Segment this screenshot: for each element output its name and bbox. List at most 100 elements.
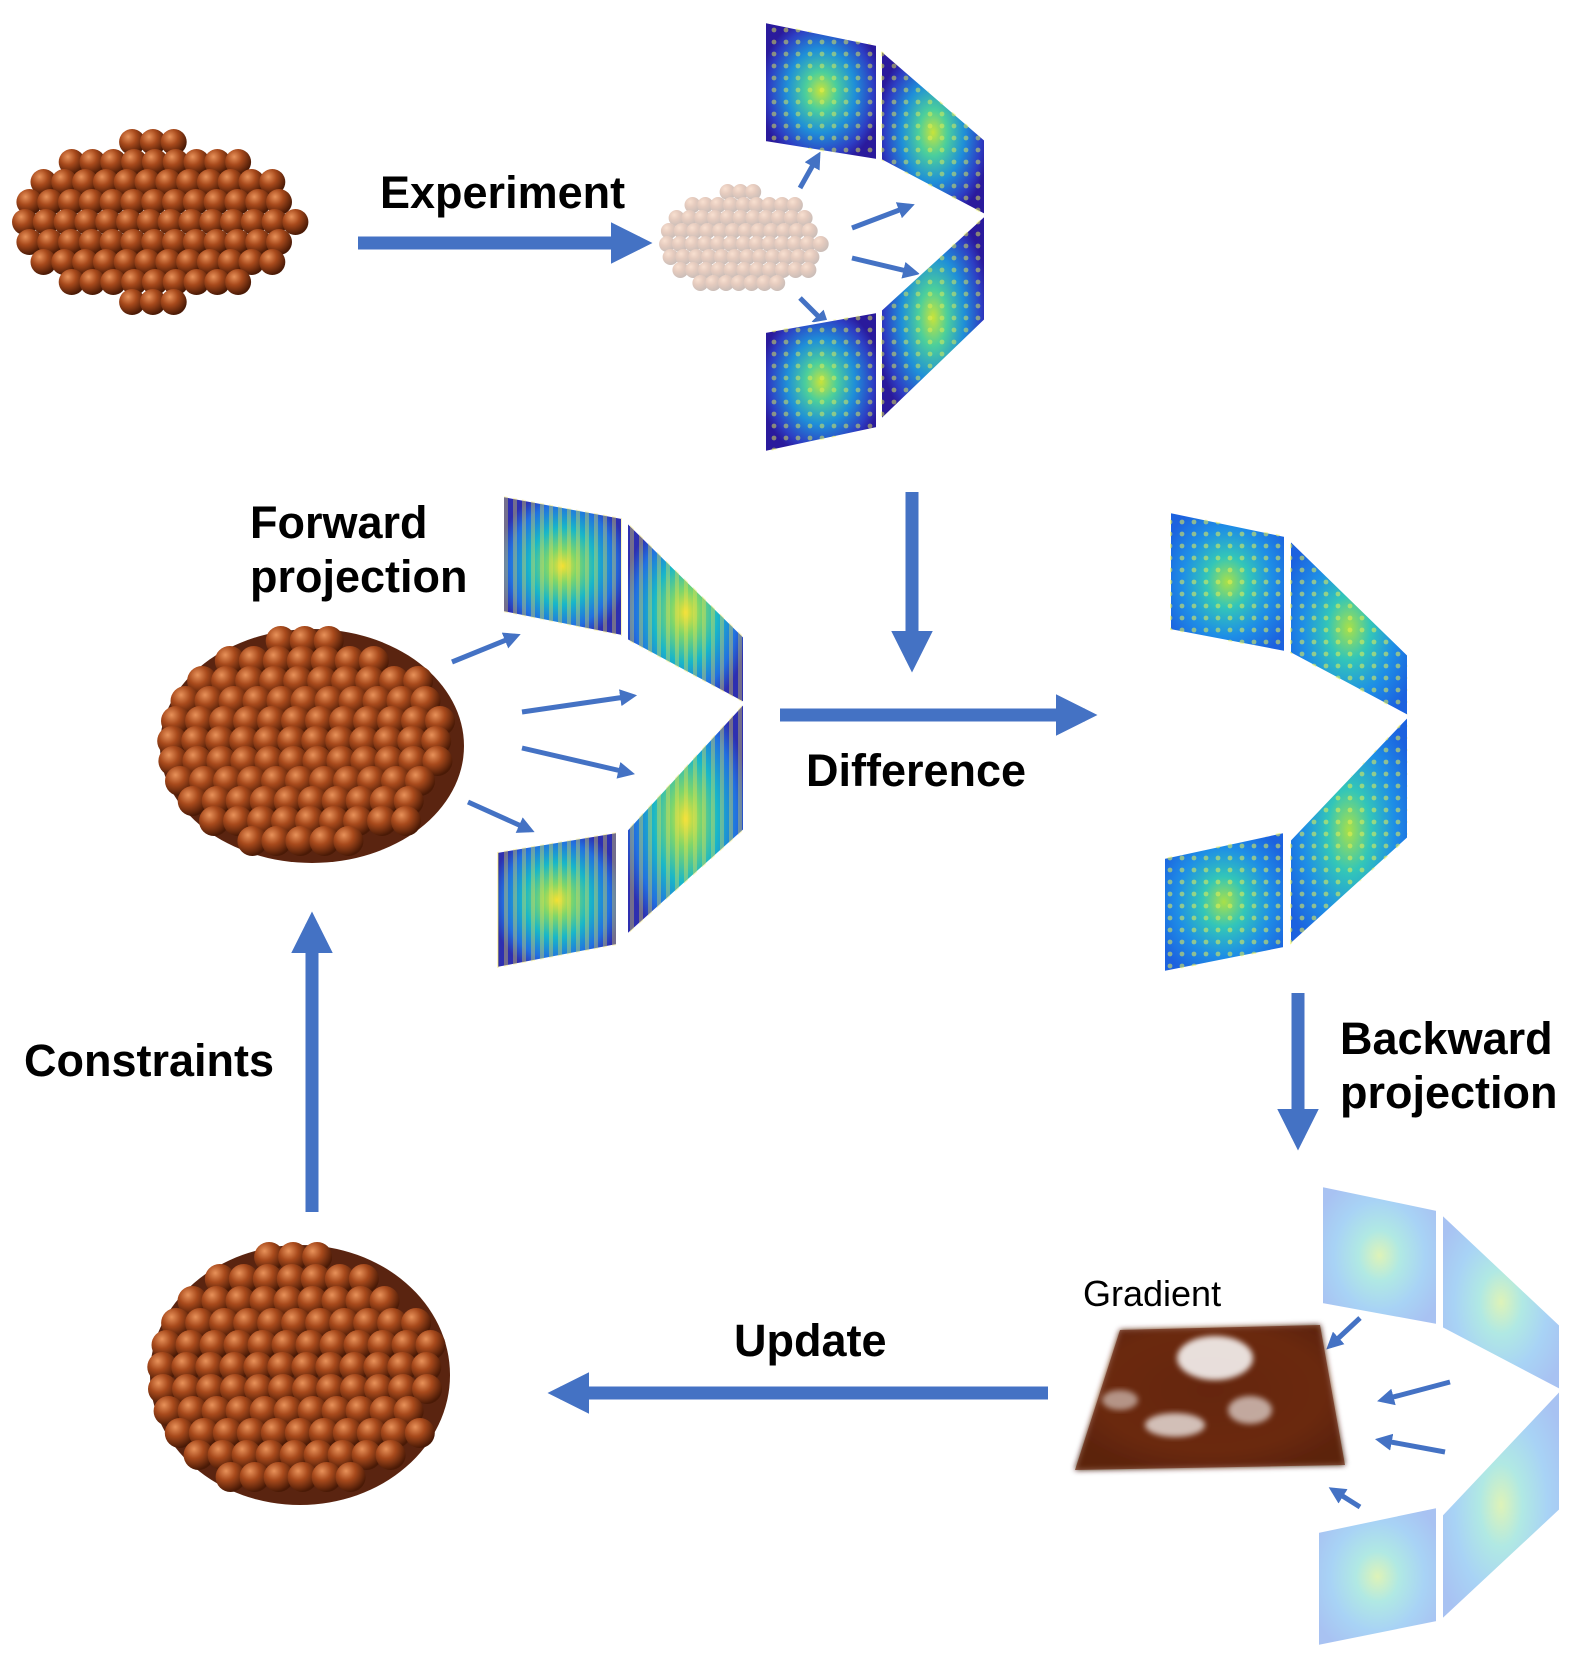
atom-sphere [726,249,743,265]
atom-sphere [119,289,146,315]
atom-sphere [155,249,182,275]
atom-sphere [141,269,168,295]
atom-sphere [30,249,57,275]
atom-sphere [333,826,364,856]
atom-sphere [412,1374,442,1404]
atom-sphere [762,262,778,278]
atom-sphere [788,223,805,239]
reconstructed-nanoparticle-icon [157,626,464,863]
atom-sphere [800,262,817,278]
atom-sphere [748,236,765,252]
updated-nanoparticle-icon [147,1242,450,1505]
atom-sphere [225,149,252,175]
atom-sphere [698,262,714,278]
experiment-label: Experiment [380,167,626,218]
atom-sphere [339,1352,370,1382]
atom-sphere [697,197,714,213]
atom-sphere [141,189,168,215]
atom-sphere [204,269,231,295]
forward-projection-label-line-1: Forward [250,497,428,548]
atom-sphere [671,236,688,252]
atom-sphere [116,209,142,235]
atom-sphere [718,275,734,291]
atom-sphere [309,826,340,856]
atom-sphere [16,189,43,215]
atom-sphere [238,169,265,195]
atom-sphere [697,236,714,252]
atom-sphere [217,169,244,195]
atom-sphere [324,1264,355,1294]
atom-sphere [182,229,209,255]
atom-sphere [243,1352,274,1382]
experiment-projection-arrows [797,151,920,328]
atom-sphere [710,262,727,278]
atom-sphere [16,229,43,255]
atom-sphere [765,249,781,265]
atom-sphere [266,189,292,215]
atom-sphere [78,229,105,255]
atom-sphere [183,1440,214,1470]
atom-sphere [78,189,105,215]
difference-projections [1163,510,1409,974]
atom-sphere [745,184,762,200]
atom-sphere [774,236,791,252]
atom-sphere [30,169,57,195]
atom-sphere [750,223,767,239]
atom-sphere [162,229,188,255]
atom-sphere [261,826,292,856]
atom-sphere [771,210,787,226]
atom-sphere [58,189,84,215]
atom-sphere [282,209,309,235]
atom-sphere [51,169,78,195]
atom-sphere [196,249,223,275]
atom-sphere [120,189,147,215]
atom-sphere [196,169,223,195]
atom-sphere [276,1264,307,1294]
atom-sphere [139,289,166,315]
atom-sphere [147,1352,178,1382]
atom-sphere [783,210,800,226]
atom-sphere [732,184,749,200]
atom-sphere [32,209,59,235]
atom-sphere [351,1440,382,1470]
backward-projection-label-line-1: Backward [1340,1013,1553,1064]
atom-sphere [37,189,64,215]
atom-sphere [113,249,140,275]
atom-sphere [261,209,288,235]
atom-sphere [136,209,163,235]
atom-sphere [240,209,267,235]
atom-sphere [199,209,226,235]
atom-sphere [51,249,78,275]
atom-sphere [217,249,244,275]
atom-sphere [684,197,701,213]
atom-sphere [134,169,161,195]
atom-sphere [710,236,727,252]
atom-sphere [774,197,791,213]
atom-sphere [176,249,203,275]
atom-sphere [177,786,208,816]
atom-sphere [796,210,813,226]
atom-sphere [375,1440,406,1470]
atom-sphere [225,269,252,295]
atom-sphere [752,249,769,265]
atom-sphere [134,249,161,275]
backprojection-panel [1317,1505,1438,1648]
atom-sphere [58,269,85,295]
atom-sphere [776,223,793,239]
atom-sphere [713,249,730,265]
atom-sphere [263,1462,294,1492]
atom-sphere [411,1352,442,1382]
atom-sphere [100,269,127,295]
atom-sphere [387,1352,418,1382]
atom-sphere [777,249,794,265]
atom-sphere [803,249,820,265]
atom-sphere [799,236,816,252]
atom-sphere [100,149,127,175]
atom-sphere [786,197,803,213]
atom-sphere [164,1418,195,1448]
atom-sphere [155,169,182,195]
atom-sphere [749,262,766,278]
atom-sphere [748,197,765,213]
atom-sphere [422,746,453,776]
